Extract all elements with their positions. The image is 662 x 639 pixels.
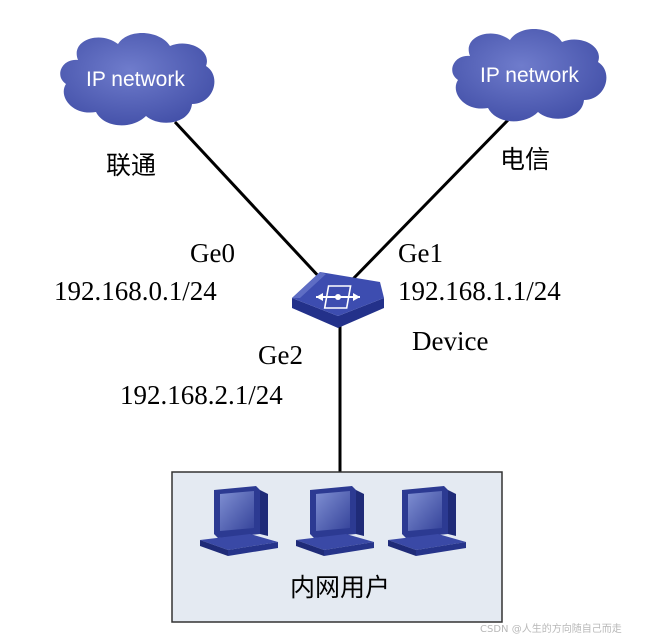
link-ge1 [350, 118, 510, 282]
device-label: Device [412, 326, 489, 356]
cloud-icon-right [452, 28, 607, 122]
lan-label: 内网用户 [290, 573, 391, 602]
computer-icon-2 [296, 486, 374, 556]
isp-label-left: 联通 [106, 151, 157, 180]
link-ge0 [173, 120, 324, 282]
interface-ge0-ip: 192.168.0.1/24 [54, 276, 217, 306]
interface-ge2-name: Ge2 [258, 340, 303, 370]
cloud-label-left: IP network [86, 68, 185, 91]
cloud-label-right: IP network [480, 64, 579, 87]
interface-ge2-ip: 192.168.2.1/24 [120, 380, 283, 410]
cloud-icon-left [60, 32, 215, 126]
router-icon [292, 272, 384, 328]
interface-ge1-ip: 192.168.1.1/24 [398, 276, 561, 306]
isp-label-right: 电信 [500, 145, 551, 174]
interface-ge0-name: Ge0 [190, 238, 235, 268]
computer-icon-3 [388, 486, 466, 556]
computer-icon-1 [200, 486, 278, 556]
watermark: CSDN @人生的方向随自己而走 [480, 624, 622, 635]
interface-ge1-name: Ge1 [398, 238, 443, 268]
